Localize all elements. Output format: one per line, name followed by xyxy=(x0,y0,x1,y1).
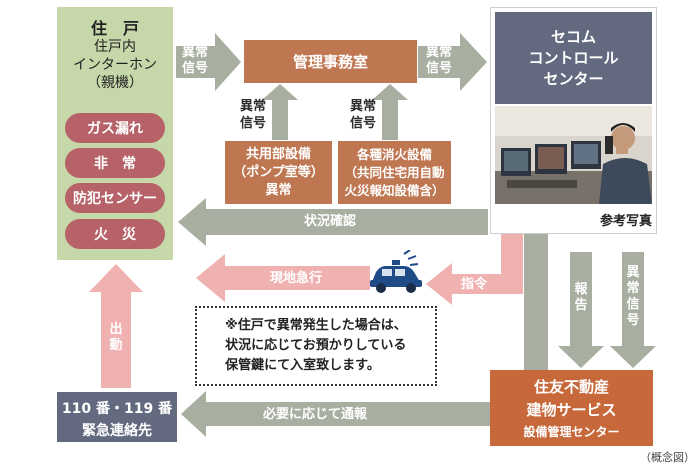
sumitomo-service: 建物サービス xyxy=(526,401,617,419)
note-text: ※住戸で異常発生した場合は、 状況に応じてお預かりしている 保管鍵にて入室致しま… xyxy=(225,318,407,373)
label-status-check: 状況確認 xyxy=(303,214,356,229)
arrow-report xyxy=(558,252,604,368)
arrow-office-to-secom xyxy=(418,33,487,91)
arrow-dispatch xyxy=(89,264,143,388)
arrow-common-to-office xyxy=(262,84,298,140)
label-dispatch: 出 動 xyxy=(109,322,123,353)
control-room-photo xyxy=(495,106,652,204)
fire-equipment-box: 各種消火設備 （共同住宅用自動 火災報知設備含） xyxy=(338,141,451,204)
arrow-unit-to-office xyxy=(176,33,241,91)
secom-label: セコム コントロール センター xyxy=(495,12,652,104)
unit-box: 住 戸 住戸内 インターホン （親機） ガス漏れ 非 常 防犯センサー 火 災 xyxy=(57,7,173,260)
arrow-fire-to-office xyxy=(372,84,408,140)
label-abnormal-signal-2: 異常 信号 xyxy=(425,45,452,76)
label-abnormal-signal-1: 異常 信号 xyxy=(181,45,208,76)
alarm-fire: 火 災 xyxy=(65,219,165,249)
label-abnormal-signal-vertical: 異 常 信 号 xyxy=(626,265,640,328)
label-command: 指令 xyxy=(460,277,487,292)
alarm-emergency: 非 常 xyxy=(65,148,165,178)
label-notify: 必要に応じて通報 xyxy=(262,407,367,422)
note-box: ※住戸で異常発生した場合は、 状況に応じてお預かりしている 保管鍵にて入室致しま… xyxy=(195,306,437,386)
sumitomo-name: 住友不動産 xyxy=(533,378,609,396)
alarm-gas-leak: ガス漏れ xyxy=(65,113,165,143)
emergency-box: 110 番・119 番 緊急連絡先 xyxy=(57,392,177,442)
emergency-numbers: 110 番・119 番 xyxy=(61,401,173,417)
concept-caption: （概念図） xyxy=(640,451,695,464)
patrol-car-icon xyxy=(370,250,422,293)
arrow-status-check xyxy=(178,198,488,246)
arrow-abnormal-down xyxy=(610,252,656,368)
photo-caption: 参考写真 xyxy=(599,214,652,229)
label-abnormal-signal-common: 異常 信号 xyxy=(239,99,266,131)
emergency-contact: 緊急連絡先 xyxy=(82,423,152,439)
secom-panel: セコム コントロール センター 参考写真 xyxy=(490,7,657,234)
common-equipment-box: 共用部設備 （ポンプ室等） 異常 xyxy=(225,141,332,204)
arrow-command xyxy=(426,211,523,305)
label-report: 報 告 xyxy=(574,282,588,313)
sumitomo-center: 設備管理センター xyxy=(523,425,620,439)
office-box: 管理事務室 xyxy=(244,40,417,83)
label-abnormal-signal-fire: 異常 信号 xyxy=(349,99,376,131)
unit-title: 住 戸 xyxy=(90,19,139,38)
unit-subtitle: 住戸内 インターホン （親機） xyxy=(73,39,157,91)
alarm-security-sensor: 防犯センサー xyxy=(65,183,165,213)
arrow-rush xyxy=(196,254,370,302)
sumitomo-box: 住友不動産 建物サービス 設備管理センター xyxy=(490,370,653,446)
label-rush: 現地急行 xyxy=(269,271,322,286)
